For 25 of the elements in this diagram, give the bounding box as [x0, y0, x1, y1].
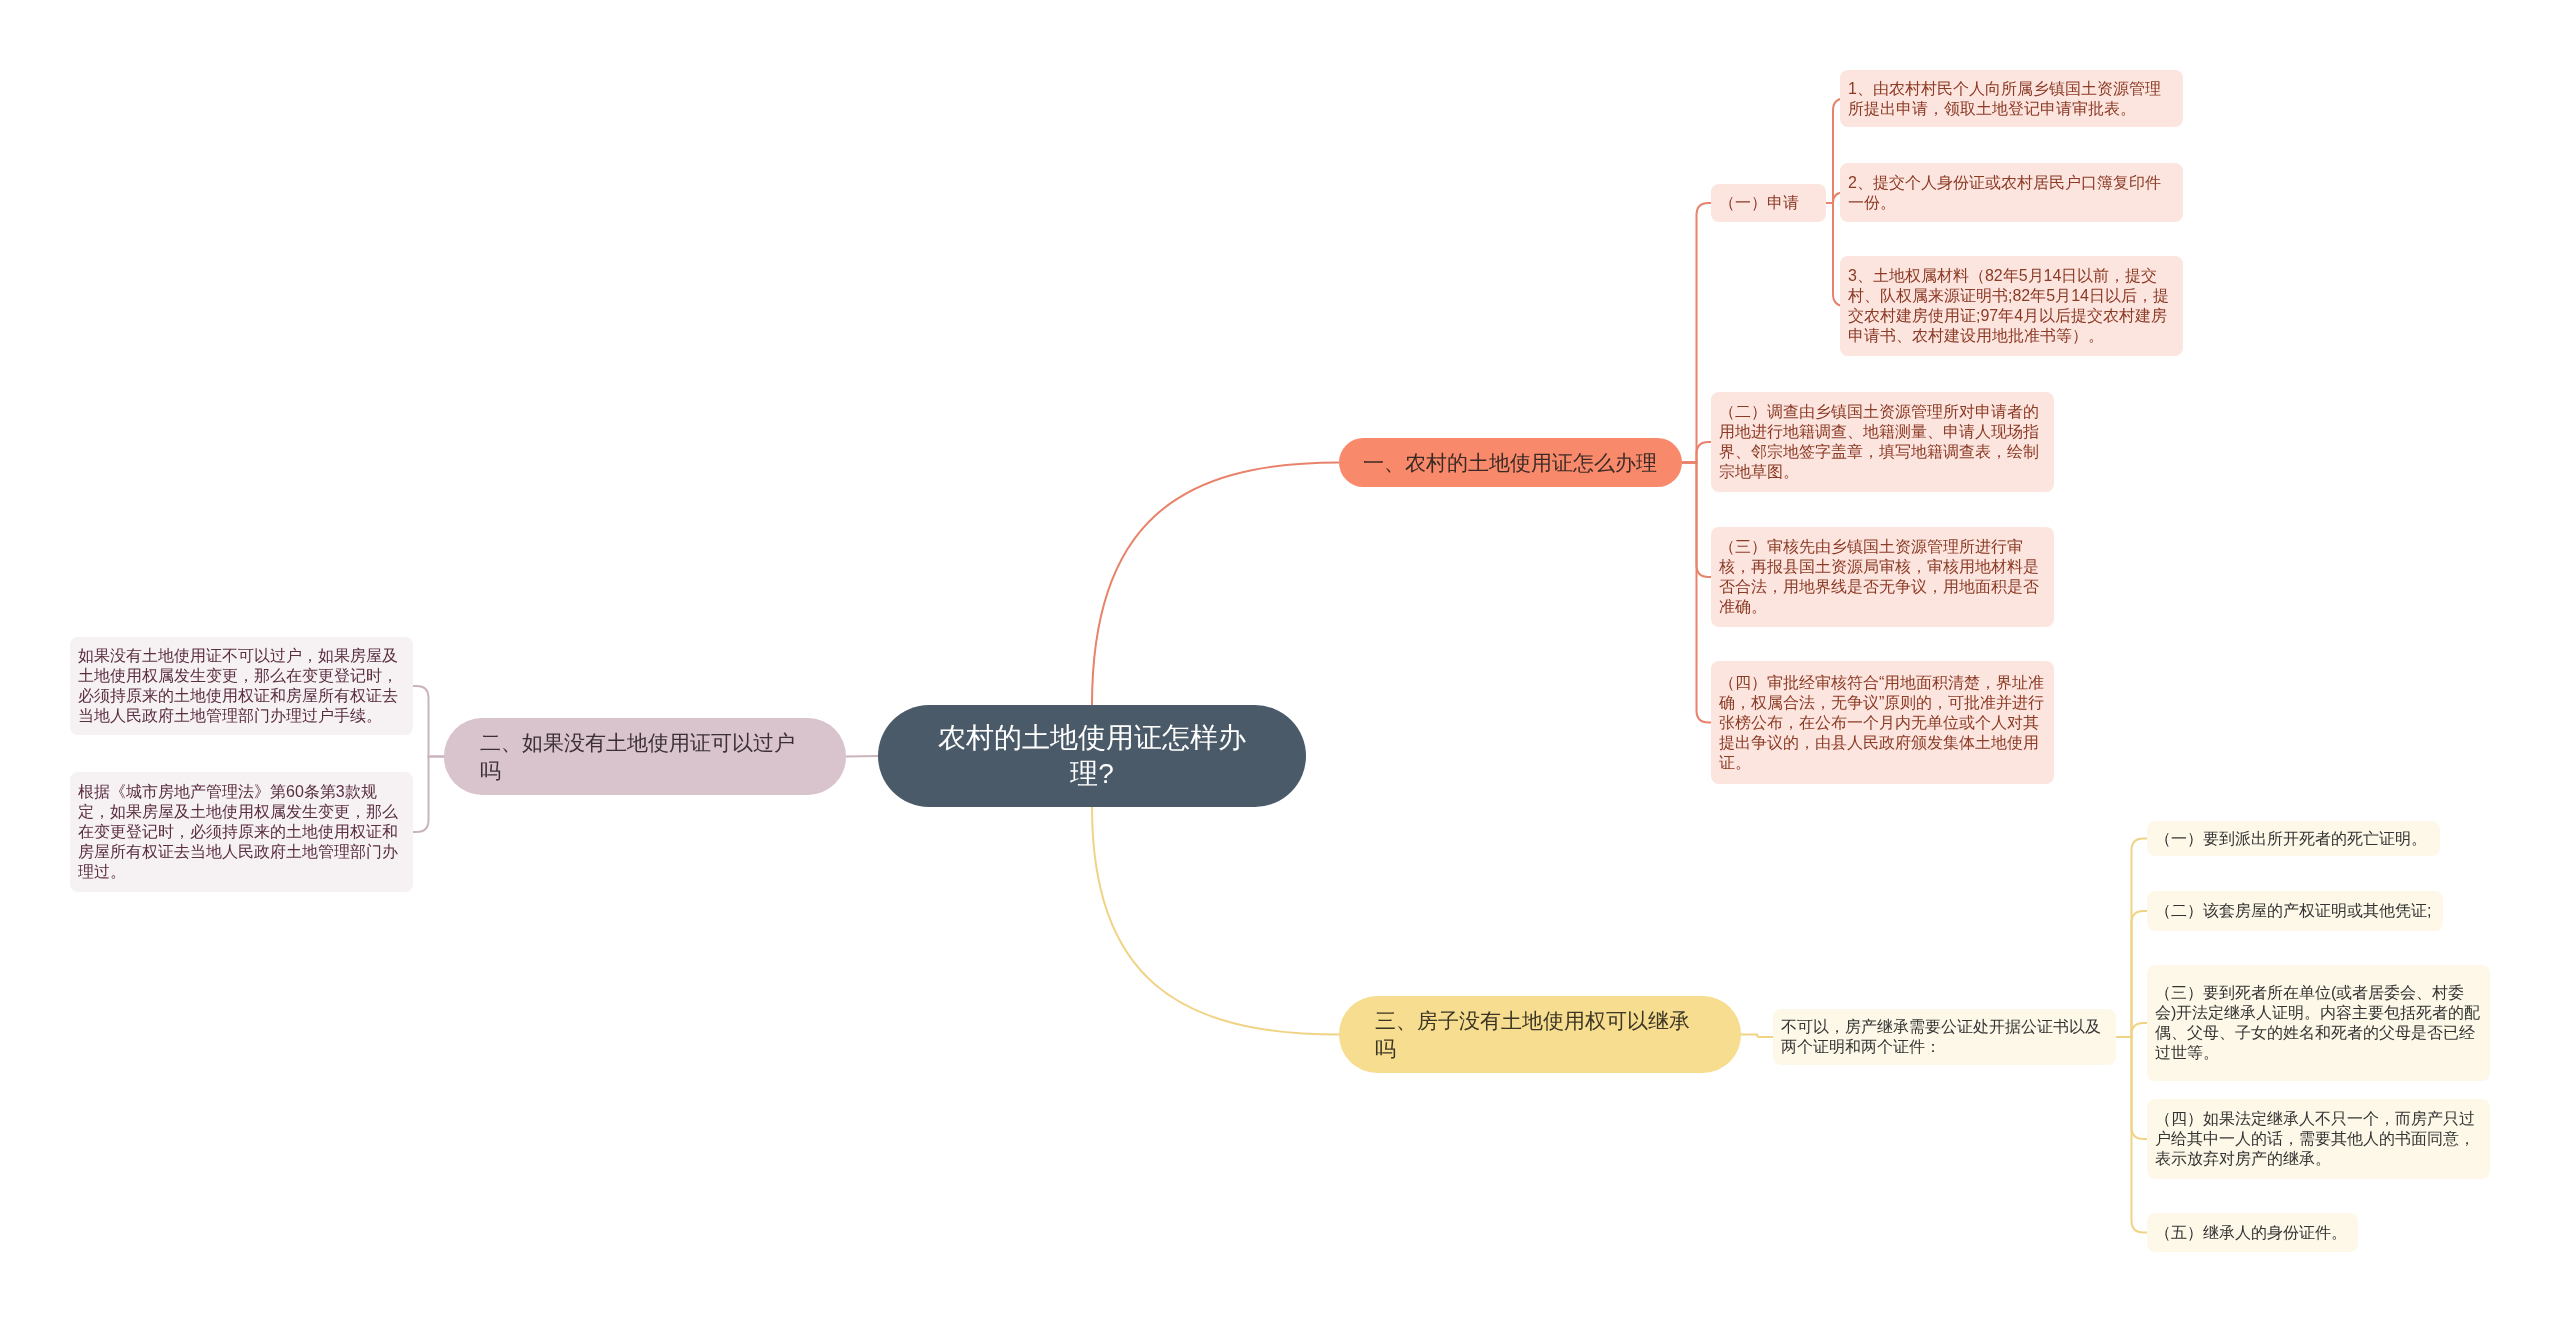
subtopic-box: （三）要到死者所在单位(或者居委会、村委会)开法定继承人证明。内容主要包括死者的配偶、父母、子女的姓名和死者的父母是否已经过世等。 — [2147, 965, 2490, 1081]
subtopic-box: （一）要到派出所开死者的死亡证明。 — [2147, 821, 2440, 856]
subtopic-box: 根据《城市房地产管理法》第60条第3款规定，如果房屋及土地使用权属发生变更，那么在变更登记时，必须持原来的土地使用权证和房屋所有权证去当地人民政府土地管理部门办理过。 — [70, 772, 413, 892]
subtopic-box: （一）申请 — [1711, 184, 1826, 222]
branch-topic: 三、房子没有土地使用权可以继承吗 — [1339, 996, 1741, 1073]
branch-topic: 一、农村的土地使用证怎么办理 — [1339, 438, 1682, 487]
connector-line — [1091, 461, 1340, 706]
connector-line — [412, 755, 445, 833]
connector-line — [2115, 1036, 2148, 1234]
subtopic-box: （三）审核先由乡镇国土资源管理所进行审核，再报县国土资源局审核，审核用地材料是否合法，用地界线是否无争议，用地面积是否准确。 — [1711, 527, 2054, 627]
subtopic-box: 不可以，房产继承需要公证处开据公证书以及两个证明和两个证件： — [1773, 1009, 2116, 1065]
subtopic-box: （二）调查由乡镇国土资源管理所对申请者的用地进行地籍调查、地籍测量、申请人现场指界、邻宗地签字盖章，填写地籍调查表，绘制宗地草图。 — [1711, 392, 2054, 492]
subtopic-box: （二）该套房屋的产权证明或其他凭证; — [2147, 891, 2443, 931]
central-topic: 农村的土地使用证怎样办理? — [878, 705, 1306, 807]
branch-topic: 二、如果没有土地使用证可以过户吗 — [444, 718, 846, 795]
subtopic-box: （五）继承人的身份证件。 — [2147, 1213, 2358, 1252]
subtopic-box: （四）审批经审核符合“用地面积清楚，界址准确，权属合法，无争议”原则的，可批准并进行张榜公布，在公布一个月内无单位或个人对其提出争议的，由县人民政府颁发集体土地使用证。 — [1711, 661, 2054, 784]
subtopic-box: 3、土地权属材料（82年5月14日以前，提交村、队权属来源证明书;82年5月14日以后，提交农村建房使用证;97年4月以后提交农村建房申请书、农村建设用地批准书等）。 — [1840, 256, 2183, 356]
subtopic-box: （四）如果法定继承人不只一个，而房产只过户给其中一人的话，需要其他人的书面同意，表示放弃对房产的继承。 — [2147, 1099, 2490, 1179]
subtopic-box: 如果没有土地使用证不可以过户，如果房屋及土地使用权属发生变更，那么在变更登记时，必须持原来的土地使用权证和房屋所有权证去当地人民政府土地管理部门办理过户手续。 — [70, 637, 413, 735]
connector-line — [1091, 806, 1340, 1036]
connector-line — [845, 755, 879, 758]
connector-line — [1740, 1033, 1774, 1038]
subtopic-box: 1、由农村村民个人向所属乡镇国土资源管理所提出申请，领取土地登记申请审批表。 — [1840, 70, 2183, 127]
subtopic-box: 2、提交个人身份证或农村居民户口簿复印件一份。 — [1840, 163, 2183, 222]
